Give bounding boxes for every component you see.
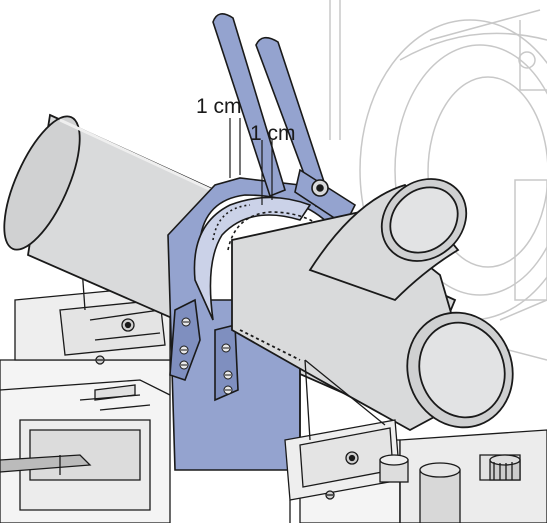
screw-icon xyxy=(179,345,189,355)
branch-pipe xyxy=(231,178,514,432)
dimension-lines xyxy=(229,118,273,205)
screw-icon xyxy=(223,385,233,395)
right-support-bracket xyxy=(284,359,401,523)
knurled-knob-icon xyxy=(379,454,521,483)
screw-icon xyxy=(179,360,189,370)
lever-handle-icon xyxy=(212,13,357,227)
left-support-bracket xyxy=(14,239,171,365)
dimension-label-left: 1 cm xyxy=(196,95,242,118)
screw-icon xyxy=(223,370,233,380)
screw-icon xyxy=(221,343,231,353)
dimension-label-right: 1 cm xyxy=(250,122,296,145)
clamp-screws xyxy=(179,317,233,395)
screw-icon xyxy=(95,355,105,365)
screw-icon xyxy=(181,317,191,327)
screw-icon xyxy=(325,490,335,500)
